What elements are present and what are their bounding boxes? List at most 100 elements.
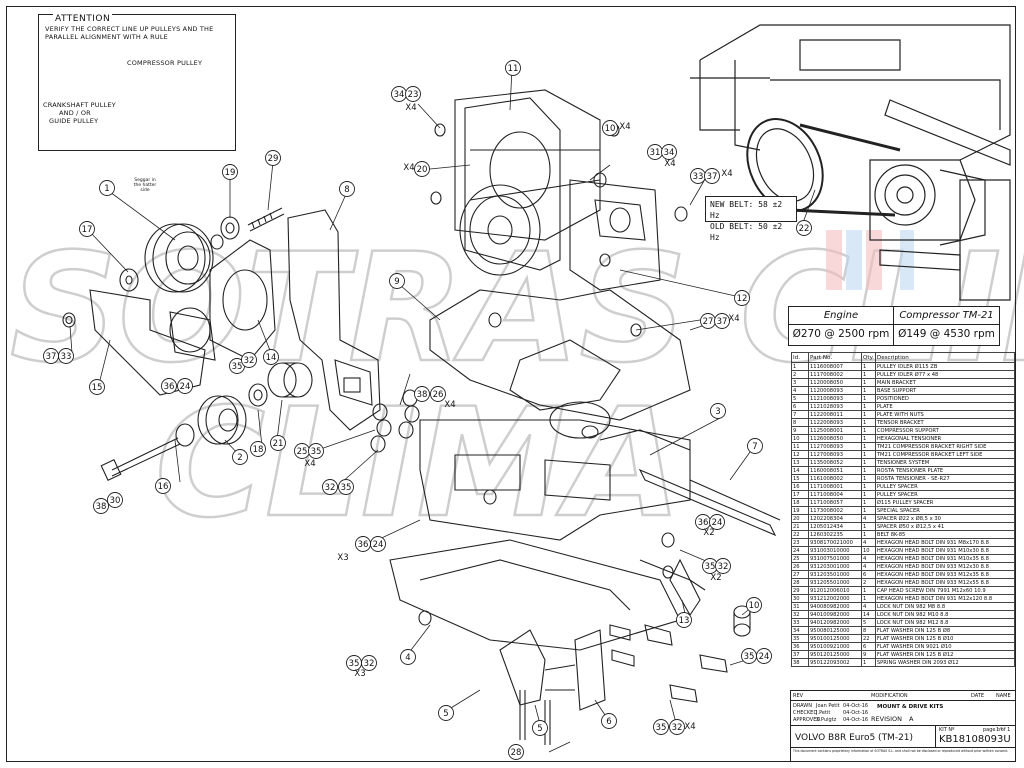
bom-description: SPRING WASHER DIN 2093 Ø12	[874, 658, 1016, 667]
callout-number: 34	[664, 148, 675, 158]
callout-c32: 32	[322, 479, 338, 495]
bom-description: TM21 COMPRESSOR BRACKET RIGHT SIDE	[874, 442, 1016, 451]
callout-c24: 24	[756, 648, 772, 664]
bom-description: LOCK NUT DIN 982 M10 8.8	[874, 610, 1016, 619]
bom-id: 9	[791, 426, 809, 435]
callout-number: 29	[268, 154, 279, 164]
bom-description: PLATE	[874, 402, 1016, 411]
crank-label-3: GUIDE PULLEY	[49, 117, 99, 125]
tb-approved-date: 04-Oct-16	[843, 717, 869, 723]
callout-c33: 33	[58, 348, 74, 364]
bom-qty: 4	[861, 514, 876, 523]
tensioner-system	[669, 558, 701, 617]
bom-qty: 22	[861, 634, 876, 643]
callout-c17: 17	[79, 221, 95, 237]
callout-number: 30	[110, 496, 121, 506]
bom-part-no: 940100982000	[808, 610, 862, 619]
callout-number: 24	[180, 382, 191, 392]
bom-part-no: 1116008007	[808, 362, 862, 371]
bom-description: FLAT WASHER DIN 125 B Ø10	[874, 634, 1016, 643]
bom-id: 27	[791, 570, 809, 579]
tb-checked: CHECKED	[793, 710, 818, 716]
bom-description: ROSTA TENSIONER PLATE	[874, 466, 1016, 475]
bom-description: HEXAGON HEAD BOLT DIN 933 M12x35 8.8	[874, 570, 1016, 579]
callout-number: 23	[408, 90, 419, 100]
callout-number: 35	[232, 362, 243, 372]
callout-number: 17	[82, 225, 93, 235]
callout-c24: 24	[177, 378, 193, 394]
callout-c37: 37	[714, 313, 730, 329]
callout-c30: 30	[107, 492, 123, 508]
bom-part-no: 931212002000	[808, 594, 862, 603]
quantity-multiplier: X4	[721, 169, 732, 179]
bom-qty: 1	[861, 458, 876, 467]
bom-qty: 1	[861, 386, 876, 395]
bom-id: 37	[791, 650, 809, 659]
quantity-multiplier: X2	[710, 573, 721, 583]
rosta-tensioner	[89, 289, 206, 396]
callout-c15: 15	[89, 379, 105, 395]
bom-id: 4	[791, 386, 809, 395]
compressor-bracket-right	[464, 97, 561, 271]
callout-number: 26	[433, 390, 444, 400]
callout-number: 19	[225, 168, 236, 178]
callout-number: 8	[344, 185, 349, 195]
tb-approved: APPROVED	[793, 717, 821, 723]
plate-with-nuts	[638, 468, 777, 537]
bom-qty: 1	[861, 522, 876, 531]
bom-part-no: 950080125000	[808, 626, 862, 635]
callout-c14: 14	[263, 349, 279, 365]
callout-number: 38	[417, 390, 428, 400]
callout-number: 13	[679, 616, 690, 626]
bom-description: Ø115 PULLEY SPACER	[874, 498, 1016, 507]
performance-table: Engine Compressor TM-21 Ø270 @ 2500 rpm …	[788, 306, 1000, 346]
bom-qty: 1	[861, 506, 876, 515]
callout-c32: 32	[361, 655, 377, 671]
callout-c26: 26	[430, 386, 446, 402]
quantity-multiplier: X4	[405, 103, 416, 113]
callout-c10: 10	[602, 120, 618, 136]
callout-c22: 22	[796, 220, 812, 236]
pulley-idler-115	[144, 223, 214, 293]
bom-id: 28	[791, 578, 809, 587]
bom-part-no: 1171008001	[808, 482, 862, 491]
callout-c38: 38	[93, 498, 109, 514]
bom-qty: 1	[861, 498, 876, 507]
crank-label-1: CRANKSHAFT PULLEY	[43, 101, 116, 109]
bom-description: SPACER Ø22 x Ø8,5 x 30	[874, 514, 1016, 523]
tb-modification: MODIFICATION	[871, 693, 908, 699]
bom-qty: 1	[861, 410, 876, 419]
bom-qty: 1	[861, 474, 876, 483]
bom-qty: 14	[861, 610, 876, 619]
bom-qty: 2	[861, 578, 876, 587]
bom-part-no: 950100921000	[808, 642, 862, 651]
quantity-multiplier: X4	[619, 122, 630, 132]
callout-number: 35	[311, 447, 322, 457]
tb-revision-label: REVISION	[871, 715, 903, 723]
nut-33	[62, 312, 76, 328]
callout-number: 35	[656, 723, 667, 733]
compressor-header: Compressor TM-21	[894, 307, 999, 325]
callout-c23: 23	[405, 86, 421, 102]
bom-part-no: 950100125000	[808, 634, 862, 643]
bom-part-no: 1260302235	[808, 530, 862, 539]
compressor-value: Ø149 @ 4530 rpm	[898, 328, 995, 340]
bom-id: 36	[791, 642, 809, 651]
callout-number: 37	[707, 172, 718, 182]
callout-c37: 37	[704, 168, 720, 184]
callout-c35: 35	[653, 719, 669, 735]
